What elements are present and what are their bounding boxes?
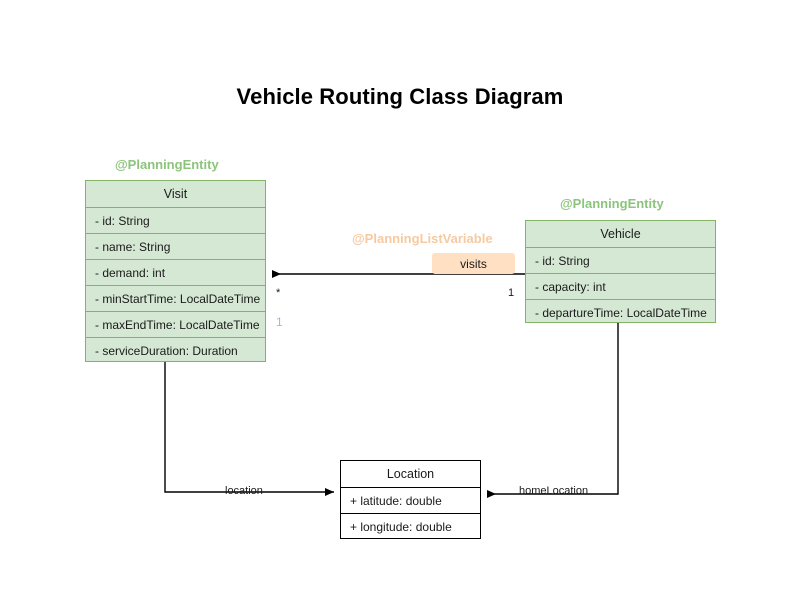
- class-name-vehicle: Vehicle: [600, 226, 641, 241]
- annotation-planning-entity-visit: @PlanningEntity: [115, 157, 219, 172]
- edge-home-location: [487, 323, 619, 498]
- multiplicity-vehicle-side: 1: [508, 287, 515, 299]
- class-attribute: - id: String: [526, 247, 715, 273]
- class-box-vehicle[interactable]: Vehicle - id: String - capacity: int - d…: [525, 220, 716, 323]
- edge-label-visits[interactable]: visits: [432, 253, 515, 274]
- class-attribute: + longitude: double: [341, 513, 480, 539]
- edge-location: [164, 362, 334, 496]
- class-attribute: - name: String: [86, 233, 265, 259]
- class-attribute: + latitude: double: [341, 487, 480, 513]
- class-attribute: - maxEndTime: LocalDateTime: [86, 311, 265, 337]
- class-box-location[interactable]: Location + latitude: double + longitude:…: [340, 460, 481, 539]
- class-name-location: Location: [386, 466, 435, 481]
- class-attribute: - departureTime: LocalDateTime: [526, 299, 715, 325]
- class-attribute: - id: String: [86, 207, 265, 233]
- class-attribute: - capacity: int: [526, 273, 715, 299]
- class-attribute: - serviceDuration: Duration: [86, 337, 265, 363]
- edge-label-location: location: [225, 485, 263, 497]
- class-name-visit: Visit: [163, 186, 188, 201]
- class-attribute: - demand: int: [86, 259, 265, 285]
- annotation-planning-entity-vehicle: @PlanningEntity: [560, 196, 664, 211]
- annotation-planning-list-variable: @PlanningListVariable: [352, 231, 493, 246]
- class-box-visit[interactable]: Visit - id: String - name: String - dema…: [85, 180, 266, 362]
- class-attribute: - minStartTime: LocalDateTime: [86, 285, 265, 311]
- edge-label-home-location: homeLocation: [519, 485, 589, 497]
- multiplicity-visit-secondary: 1: [276, 315, 283, 329]
- multiplicity-visit-side: *: [276, 287, 281, 299]
- page-title: Vehicle Routing Class Diagram: [236, 84, 564, 109]
